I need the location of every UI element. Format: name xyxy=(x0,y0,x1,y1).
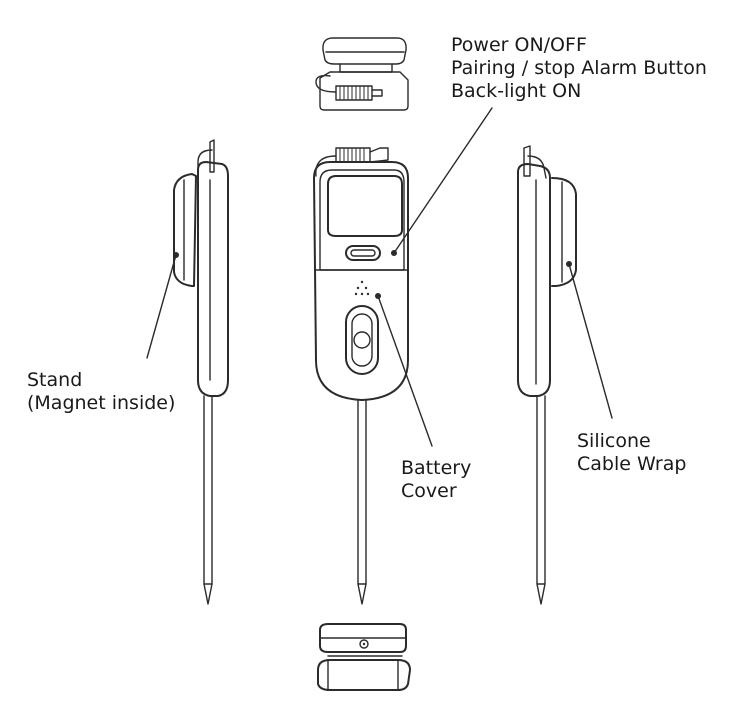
power-callout: Power ON/OFF Pairing / stop Alarm Button… xyxy=(451,34,707,103)
cable-callout: Silicone Cable Wrap xyxy=(577,430,686,476)
cable-callout-line-2: Cable Wrap xyxy=(577,453,687,475)
stand-callout: Stand (Magnet inside) xyxy=(27,369,175,415)
front-view xyxy=(313,107,493,605)
top-view xyxy=(315,37,409,111)
bottom-view xyxy=(317,623,411,691)
power-callout-line-3: Back-light ON xyxy=(451,80,582,102)
battery-callout: Battery Cover xyxy=(401,457,471,503)
power-callout-line-1: Power ON/OFF xyxy=(451,34,587,56)
battery-callout-line-1: Battery xyxy=(401,457,472,479)
power-callout-line-2: Pairing / stop Alarm Button xyxy=(451,57,707,79)
stand-callout-line-2: (Magnet inside) xyxy=(27,392,176,414)
right-side-view xyxy=(517,145,613,605)
battery-callout-line-2: Cover xyxy=(401,480,457,502)
cable-callout-line-1: Silicone xyxy=(577,430,651,452)
left-side-view xyxy=(146,139,229,605)
stand-callout-line-1: Stand xyxy=(27,369,83,391)
